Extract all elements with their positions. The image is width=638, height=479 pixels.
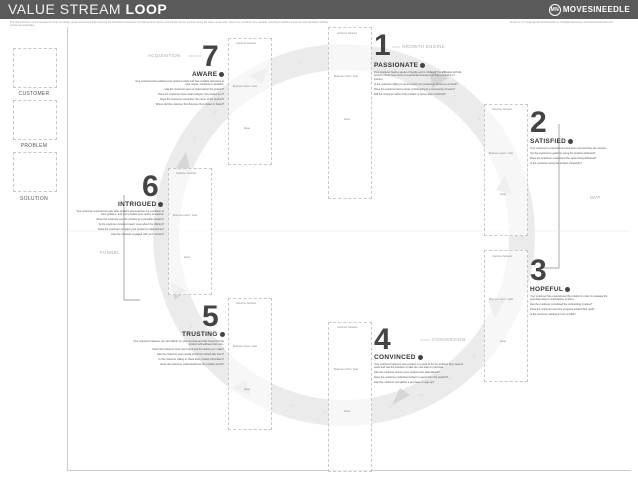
- stage-7-ideas-label: Ideas: [244, 127, 250, 130]
- stage-2-customer-behavior-label: Customer behavior: [492, 108, 513, 111]
- glasses-icon: [417, 354, 423, 360]
- sidebar-label-problem: PROBLEM: [20, 143, 48, 149]
- stage-3-title: HOPEFUL: [530, 286, 571, 293]
- handshake-icon: [219, 331, 225, 337]
- header-copyright: Version 1.0 © Copyright MoveTheNeedle.co…: [510, 21, 614, 24]
- stage-1-number: 1: [374, 29, 391, 62]
- stage-6-ideas-label: Ideas: [184, 256, 190, 259]
- header-description: The Value Stream Loop is designed to hel…: [10, 21, 328, 27]
- stage-7-number: 7: [202, 40, 219, 73]
- stage-5-customer-behavior-label: Customer behavior: [236, 302, 257, 305]
- solution-box[interactable]: [13, 152, 57, 192]
- stage-3-ideas-label: Ideas: [500, 340, 506, 343]
- brand-mark-icon: MN: [548, 4, 561, 16]
- stage-6-title: INTRIGUED: [118, 201, 164, 208]
- stage-1-boxes[interactable]: [328, 27, 372, 199]
- tag-mvp: MVP: [590, 195, 601, 200]
- tag-funnel: FUNNEL: [100, 250, 120, 255]
- sidebar-label-solution: SOLUTION: [20, 196, 48, 202]
- stage-6-boxes[interactable]: [168, 168, 212, 295]
- stage-1-customer-behavior-label: Customer behavior: [337, 32, 358, 35]
- info-icon: [158, 201, 164, 207]
- tag-growth-engine: GROWTH ENGINE: [402, 44, 445, 49]
- stage-2-description: Your customer's expectations have been m…: [530, 147, 607, 165]
- stage-1-ideas-label: Ideas: [344, 118, 350, 121]
- stage-3-business-metric-label: Business metric / Goal: [489, 298, 513, 301]
- stage-2-boxes[interactable]: [484, 104, 528, 236]
- stage-4-business-metric-label: Business metric / Goal: [334, 368, 358, 371]
- tag-acquisition: ACQUISITION: [148, 53, 181, 58]
- customer-box[interactable]: [13, 48, 57, 88]
- stage-5-number: 5: [202, 300, 219, 333]
- stage-7-business-metric-label: Business metric / Goal: [233, 85, 257, 88]
- stage-4-number: 4: [374, 323, 391, 356]
- stage-4-title: CONVINCED: [374, 354, 423, 361]
- stage-7-boxes[interactable]: [228, 38, 272, 165]
- stage-7-description: Your customer has realized your product …: [135, 80, 224, 107]
- page-title: VALUE STREAM LOOP: [8, 1, 168, 17]
- stage-4-customer-behavior-label: Customer behavior: [337, 326, 358, 329]
- stage-2-ideas-label: Ideas: [500, 193, 506, 196]
- stage-3-boxes[interactable]: [484, 250, 528, 382]
- sidebar-label-customer: CUSTOMER: [18, 91, 50, 97]
- stage-4-description: Your customer believes your product is a…: [374, 363, 464, 385]
- stage-4-ideas-label: Ideas: [344, 410, 350, 413]
- stage-5-title: TRUSTING: [182, 331, 225, 338]
- stage-1-description: Your customer feels a sense of loyalty a…: [374, 71, 462, 96]
- stage-6-customer-behavior-label: Customer behavior: [176, 172, 197, 175]
- stage-3-number: 3: [530, 254, 547, 287]
- cursor-icon: [219, 71, 225, 77]
- problem-box[interactable]: [13, 100, 57, 140]
- stage-5-ideas-label: Ideas: [244, 388, 250, 391]
- stage-1-business-metric-label: Business metric / Goal: [334, 75, 358, 78]
- stage-6-description: Your customer experiences pain after pro…: [76, 210, 164, 237]
- stage-7-title: AWARE: [192, 71, 225, 78]
- leaf-icon: [565, 286, 571, 292]
- stage-1-title: PASSIONATE: [374, 62, 426, 69]
- stage-6-number: 6: [142, 170, 159, 203]
- stage-5-description: Your customer believes you can deliver o…: [133, 340, 224, 367]
- stage-2-title: SATISFIED: [530, 138, 574, 145]
- stage-5-boxes[interactable]: [228, 298, 272, 430]
- stage-4-boxes[interactable]: [328, 322, 372, 472]
- stage-7-customer-behavior-label: Customer behavior: [236, 42, 257, 45]
- stage-6-business-metric-label: Business metric / Goal: [173, 214, 197, 217]
- thumbs-up-icon: [568, 138, 574, 144]
- stage-3-description: Your customer has experienced the produc…: [530, 295, 608, 317]
- stage-2-number: 2: [530, 106, 547, 139]
- stage-2-business-metric-label: Business metric / Goal: [489, 152, 513, 155]
- heart-icon: [420, 62, 426, 68]
- stage-3-customer-behavior-label: Customer behavior: [492, 255, 513, 258]
- tag-conversion: CONVERSION: [432, 337, 466, 342]
- stage-5-business-metric-label: Business metric / Goal: [233, 345, 257, 348]
